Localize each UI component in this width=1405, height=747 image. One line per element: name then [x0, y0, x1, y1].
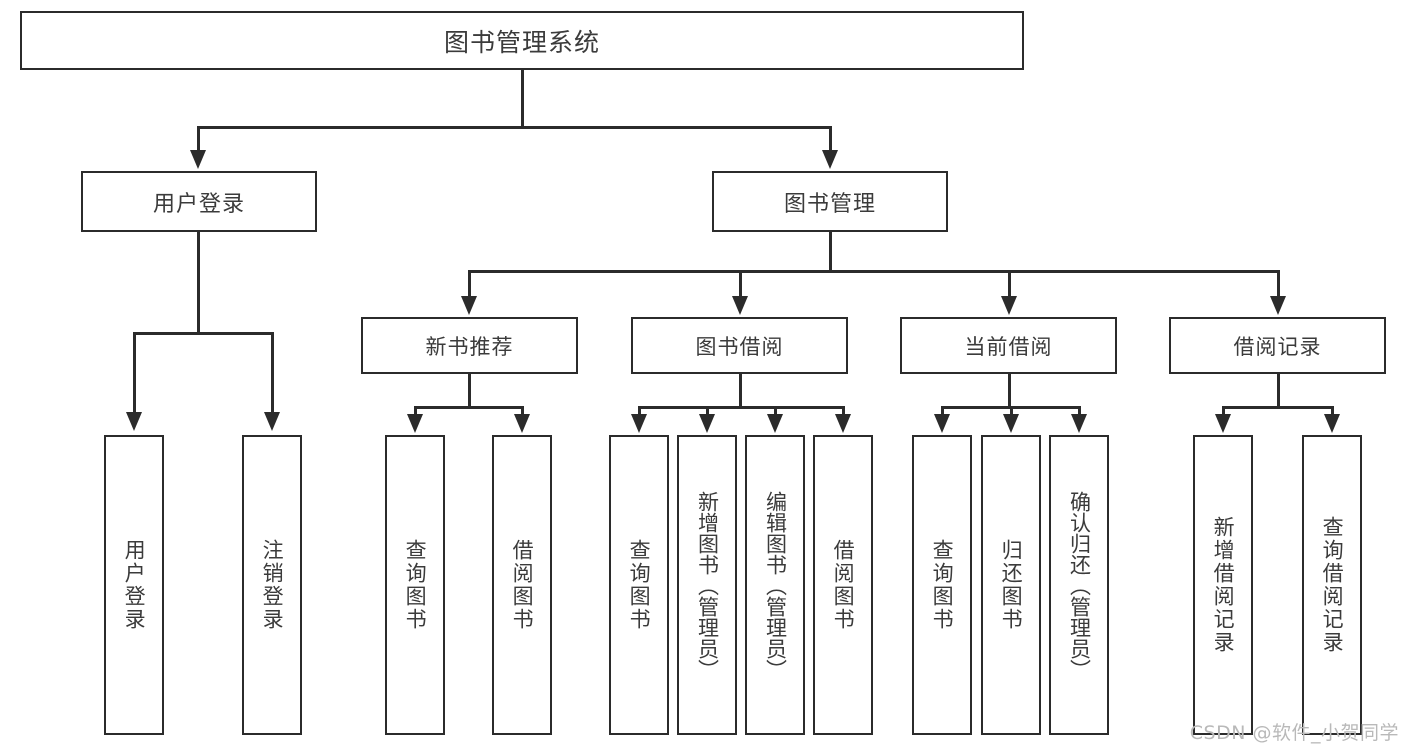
- connector-drop-leaf-borrow-book-2: [842, 406, 845, 416]
- connector-new-book-bus: [414, 406, 524, 409]
- arrowhead-leaf-borrow-book-2: [835, 414, 851, 433]
- node-label: 编辑图书（管理员）: [763, 490, 788, 680]
- node-label: 查询借阅记录: [1320, 516, 1345, 654]
- connector-drop-leaf-user-login: [133, 332, 136, 414]
- node-root-book-management-system[interactable]: 图书管理系统: [20, 11, 1024, 70]
- node-label: 当前借阅: [964, 334, 1053, 359]
- connector-book-borrow-bus: [638, 406, 844, 409]
- node-label: 借阅图书: [831, 539, 856, 631]
- connector-borrow-record-bus: [1222, 406, 1334, 409]
- connector-drop-book-management: [829, 126, 832, 152]
- connector-current-borrow-stem: [1008, 374, 1011, 408]
- leaf-user-login[interactable]: 用户登录: [104, 435, 164, 735]
- arrowhead-leaf-return-book: [1003, 414, 1019, 433]
- arrowhead-leaf-add-book: [699, 414, 715, 433]
- connector-drop-borrow-record: [1277, 270, 1280, 298]
- connector-drop-leaf-query-book-2: [638, 406, 641, 416]
- connector-drop-user-login: [197, 126, 200, 152]
- connector-drop-leaf-add-record: [1222, 406, 1225, 416]
- leaf-query-book-borrow[interactable]: 查询图书: [609, 435, 669, 735]
- node-label: 图书管理系统: [443, 27, 600, 57]
- arrowhead-current-borrow: [1001, 296, 1017, 315]
- node-label: 注销登录: [260, 539, 285, 631]
- leaf-edit-book-admin[interactable]: 编辑图书（管理员）: [745, 435, 805, 735]
- node-user-login[interactable]: 用户登录: [81, 171, 317, 232]
- connector-drop-leaf-confirm-return: [1078, 406, 1081, 416]
- arrowhead-leaf-borrow-book-1: [514, 414, 530, 433]
- leaf-logout[interactable]: 注销登录: [242, 435, 302, 735]
- node-label: 图书借阅: [695, 334, 784, 359]
- leaf-query-borrow-record[interactable]: 查询借阅记录: [1302, 435, 1362, 735]
- connector-drop-leaf-query-book-3: [941, 406, 944, 416]
- connector-drop-leaf-return-book: [1010, 406, 1013, 416]
- arrowhead-leaf-user-login: [126, 412, 142, 431]
- node-label: 用户登录: [152, 191, 245, 217]
- connector-book-management-stem: [829, 232, 832, 272]
- connector-drop-leaf-borrow-book-1: [521, 406, 524, 416]
- connector-user-login-bus: [133, 332, 274, 335]
- arrowhead-leaf-add-record: [1215, 414, 1231, 433]
- node-label: 用户登录: [122, 539, 147, 631]
- node-label: 归还图书: [999, 539, 1024, 631]
- arrowhead-book-borrow: [732, 296, 748, 315]
- node-label: 图书管理: [783, 191, 876, 217]
- leaf-confirm-return-admin[interactable]: 确认归还（管理员）: [1049, 435, 1109, 735]
- arrowhead-leaf-query-record: [1324, 414, 1340, 433]
- connector-drop-leaf-edit-book: [774, 406, 777, 416]
- connector-drop-book-borrow: [739, 270, 742, 298]
- leaf-borrow-book-recommend[interactable]: 借阅图书: [492, 435, 552, 735]
- arrowhead-new-book: [461, 296, 477, 315]
- node-label: 借阅记录: [1233, 334, 1322, 359]
- connector-drop-leaf-query-book-1: [414, 406, 417, 416]
- arrowhead-book-management: [822, 150, 838, 169]
- node-label: 新增图书（管理员）: [695, 490, 720, 680]
- node-label: 查询图书: [403, 539, 428, 631]
- arrowhead-leaf-edit-book: [767, 414, 783, 433]
- leaf-query-book-current[interactable]: 查询图书: [912, 435, 972, 735]
- node-book-management[interactable]: 图书管理: [712, 171, 948, 232]
- connector-drop-leaf-logout: [271, 332, 274, 414]
- arrowhead-leaf-query-book-3: [934, 414, 950, 433]
- arrowhead-leaf-query-book-1: [407, 414, 423, 433]
- connector-user-login-stem: [197, 232, 200, 334]
- arrowhead-leaf-confirm-return: [1071, 414, 1087, 433]
- connector-drop-new-book: [468, 270, 471, 298]
- connector-drop-leaf-add-book: [706, 406, 709, 416]
- arrowhead-leaf-query-book-2: [631, 414, 647, 433]
- node-label: 新书推荐: [425, 334, 514, 359]
- connector-level2-bus: [197, 126, 832, 129]
- node-label: 查询图书: [930, 539, 955, 631]
- node-label: 借阅图书: [510, 539, 535, 631]
- arrowhead-leaf-logout: [264, 412, 280, 431]
- connector-drop-leaf-query-record: [1331, 406, 1334, 416]
- node-label: 新增借阅记录: [1211, 516, 1236, 654]
- arrowhead-user-login: [190, 150, 206, 169]
- node-current-borrow[interactable]: 当前借阅: [900, 317, 1117, 374]
- node-label: 查询图书: [627, 539, 652, 631]
- csdn-watermark: CSDN @软件_小贺同学: [1189, 722, 1399, 744]
- node-label: 确认归还（管理员）: [1067, 490, 1092, 680]
- arrowhead-borrow-record: [1270, 296, 1286, 315]
- node-borrow-record[interactable]: 借阅记录: [1169, 317, 1386, 374]
- connector-new-book-stem: [468, 374, 471, 408]
- connector-root-stem: [521, 70, 524, 128]
- leaf-add-book-admin[interactable]: 新增图书（管理员）: [677, 435, 737, 735]
- node-book-borrow[interactable]: 图书借阅: [631, 317, 848, 374]
- connector-book-borrow-stem: [739, 374, 742, 408]
- connector-drop-current-borrow: [1008, 270, 1011, 298]
- leaf-borrow-book-borrow[interactable]: 借阅图书: [813, 435, 873, 735]
- connector-level3-bus: [468, 270, 1280, 273]
- connector-borrow-record-stem: [1277, 374, 1280, 408]
- leaf-add-borrow-record[interactable]: 新增借阅记录: [1193, 435, 1253, 735]
- leaf-query-book-recommend[interactable]: 查询图书: [385, 435, 445, 735]
- node-new-book-recommend[interactable]: 新书推荐: [361, 317, 578, 374]
- leaf-return-book[interactable]: 归还图书: [981, 435, 1041, 735]
